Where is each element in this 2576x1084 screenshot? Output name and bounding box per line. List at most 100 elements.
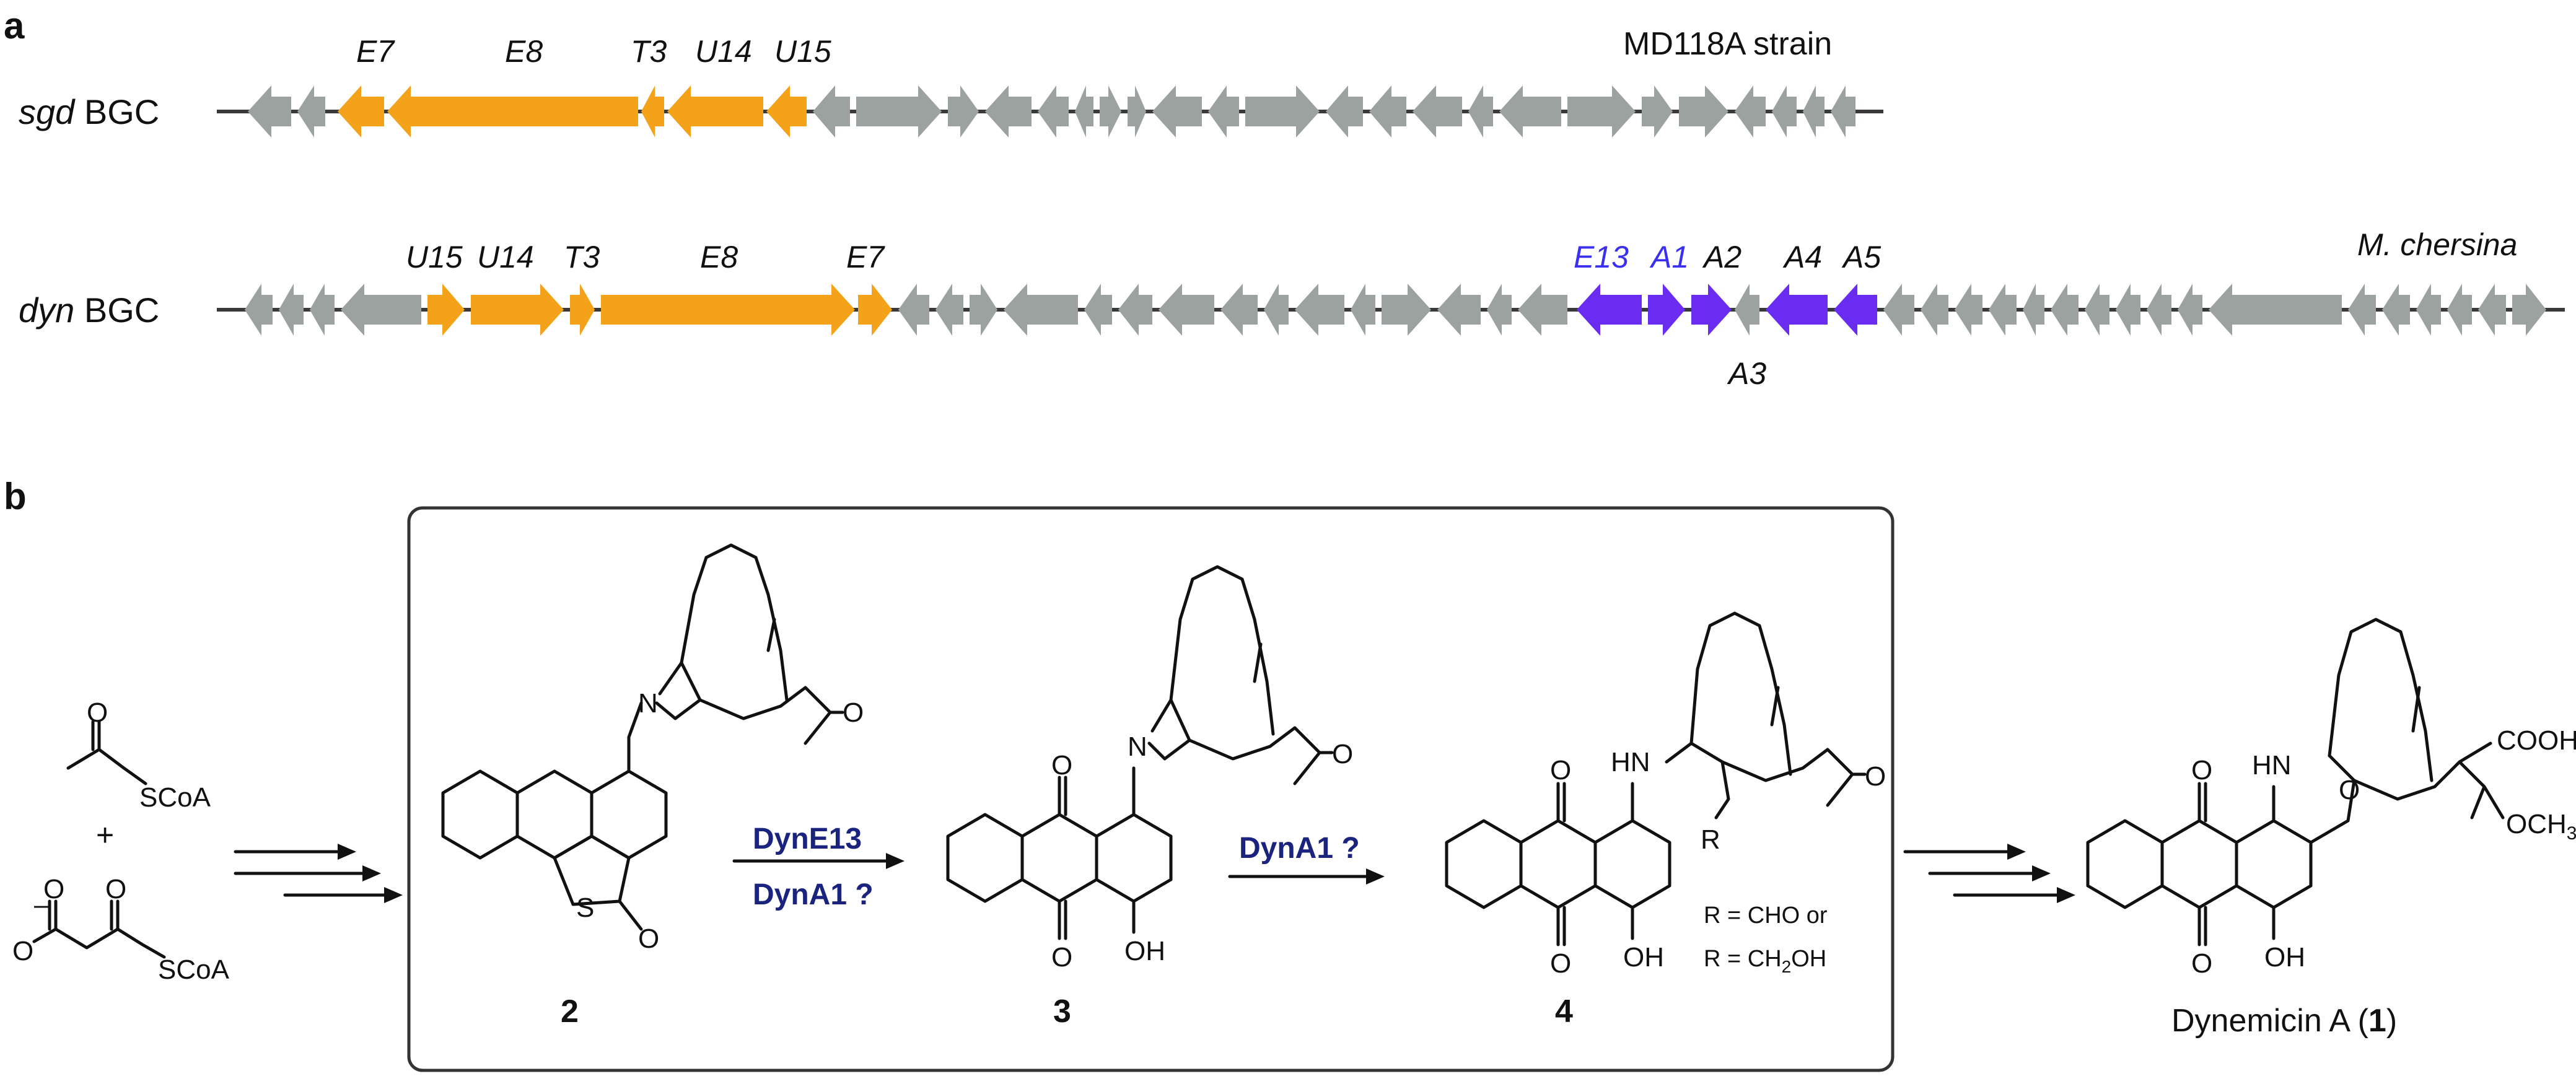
dyn-gene-32	[1921, 284, 1948, 336]
c1-och3-sub: 3	[2567, 823, 2576, 844]
dyn-gene-43	[2382, 284, 2410, 336]
dyn-gene-25	[1577, 284, 1642, 336]
c3-o-top: O	[1051, 750, 1072, 780]
dyn-gene-14	[1084, 284, 1112, 336]
sgd-gene-29	[1803, 85, 1825, 138]
step1-enzyme-top: DynE13	[753, 823, 862, 855]
dyn-gene-18	[1264, 284, 1289, 336]
dyn-label-a3: A3	[1727, 356, 1766, 391]
malonyl-coa: – O O O SCoA	[12, 874, 230, 985]
dyn-gene-21	[1382, 284, 1431, 336]
compound-1-name: Dynemicin A (1)	[2171, 1003, 2397, 1039]
c2-o: O	[638, 924, 659, 954]
sgd-gene-2	[297, 85, 325, 138]
step2-enzyme: DynA1 ?	[1239, 832, 1360, 865]
dyn-gene-9	[858, 284, 892, 336]
dyn-gene-42	[2348, 284, 2376, 336]
dyn-gene-12	[970, 284, 997, 336]
dyn-gene-28	[1735, 284, 1759, 336]
c1-hn: HN	[2252, 750, 2292, 780]
c1-cooh: COOH	[2497, 725, 2576, 756]
sgd-track-label-italic: sgd	[19, 92, 76, 131]
c4-ketone-o: O	[1865, 761, 1886, 792]
dyn-gene-2	[279, 284, 304, 336]
dyn-gene-8	[601, 284, 855, 336]
c3-o-bottom: O	[1051, 942, 1072, 973]
dyn-gene-38	[2116, 284, 2140, 336]
dyn-track-label: dyn BGC	[19, 291, 159, 330]
malonyl-o1: O	[43, 874, 64, 904]
dyn-gene-labels: U15 U14 T3 E8 E7 E13 A1 A2 A4 A5 A3	[406, 240, 1881, 391]
dyn-gene-45	[2447, 284, 2472, 336]
dyn-gene-44	[2416, 284, 2441, 336]
sgd-gene-12	[1038, 85, 1069, 138]
dyn-gene-3	[310, 284, 335, 336]
c3-n: N	[1128, 732, 1147, 762]
c4-o-top: O	[1550, 755, 1571, 785]
dyn-gene-arrows	[245, 284, 2546, 336]
compound-2-number: 2	[561, 994, 579, 1029]
sgd-strain: MD118A strain	[1623, 26, 1832, 62]
dyn-gene-1	[245, 284, 273, 336]
compound-1-name-close: )	[2386, 1003, 2397, 1039]
dyn-gene-19	[1295, 284, 1344, 336]
compound-1-name-text: Dynemicin A (	[2171, 1003, 2369, 1039]
c4-r-note-2-prefix: R = CH	[1704, 946, 1782, 972]
sgd-gene-5	[641, 85, 664, 138]
step1-enzyme-bottom: DynA1 ?	[753, 878, 874, 911]
compound-4-number: 4	[1555, 994, 1573, 1029]
sgd-gene-23	[1499, 85, 1561, 138]
dyn-gene-4	[341, 284, 421, 336]
dyn-gene-11	[935, 284, 963, 336]
multistep-arrow-1	[234, 844, 403, 903]
sgd-gene-25	[1642, 85, 1673, 138]
compound-3-number: 3	[1053, 994, 1071, 1029]
dyn-gene-15	[1118, 284, 1152, 336]
sgd-gene-24	[1567, 85, 1636, 138]
sgd-track-label: sgd BGC	[19, 92, 159, 131]
sgd-gene-14	[1100, 85, 1121, 138]
sgd-label-u14: U14	[695, 34, 752, 69]
sgd-label-e8: E8	[505, 34, 543, 69]
c2-ketone-o: O	[843, 697, 864, 728]
dyn-label-t3: T3	[564, 240, 600, 274]
sgd-gene-4	[387, 85, 638, 138]
c4-r: R	[1701, 824, 1720, 855]
c4-hn: HN	[1611, 747, 1650, 777]
compound-1-dynemicin-a: O O OH HN O COOH OCH3 Dynemicin A (1)	[2086, 618, 2576, 1039]
dyn-gene-20	[1351, 284, 1375, 336]
sgd-gene-1	[248, 85, 291, 138]
sgd-label-t3: T3	[631, 34, 667, 69]
dyn-gene-41	[2209, 284, 2342, 336]
dyn-strain: M. chersina	[2357, 227, 2517, 262]
sgd-gene-19	[1326, 85, 1363, 138]
dyn-track-label-rest: BGC	[74, 291, 159, 330]
c1-epoxide-o: O	[2339, 775, 2360, 805]
step1-arrow: DynE13 DynA1 ?	[732, 823, 905, 911]
sgd-gene-30	[1831, 85, 1855, 138]
dyn-gene-34	[1989, 284, 2017, 336]
sgd-gene-arrows	[248, 85, 1855, 138]
c4-r-note-2: R = CH2OH	[1704, 946, 1826, 976]
sgd-track-label-rest: BGC	[74, 92, 159, 131]
c3-ketone-o: O	[1332, 739, 1353, 769]
dyn-gene-7	[570, 284, 595, 336]
dyn-gene-36	[2051, 284, 2079, 336]
sgd-gene-27	[1735, 85, 1766, 138]
plus-sign: +	[96, 818, 114, 852]
malonyl-o-minus: O	[12, 936, 33, 966]
sgd-gene-20	[1369, 85, 1406, 138]
dyn-gene-33	[1955, 284, 1982, 336]
malonyl-o2: O	[105, 874, 126, 904]
dyn-gene-27	[1691, 284, 1732, 336]
sgd-gene-13	[1075, 85, 1093, 138]
malonyl-minus: –	[34, 889, 50, 920]
sgd-gene-labels: E7 E8 T3 U14 U15	[356, 34, 831, 69]
dyn-gene-30	[1834, 284, 1877, 336]
sgd-gene-10	[948, 85, 979, 138]
compound-2: S O N O 2	[441, 543, 864, 1029]
multistep-arrow-2	[1903, 844, 2075, 903]
acetyl-o: O	[87, 697, 108, 728]
sgd-gene-11	[985, 85, 1032, 138]
c3-oh: OH	[1124, 936, 1165, 966]
